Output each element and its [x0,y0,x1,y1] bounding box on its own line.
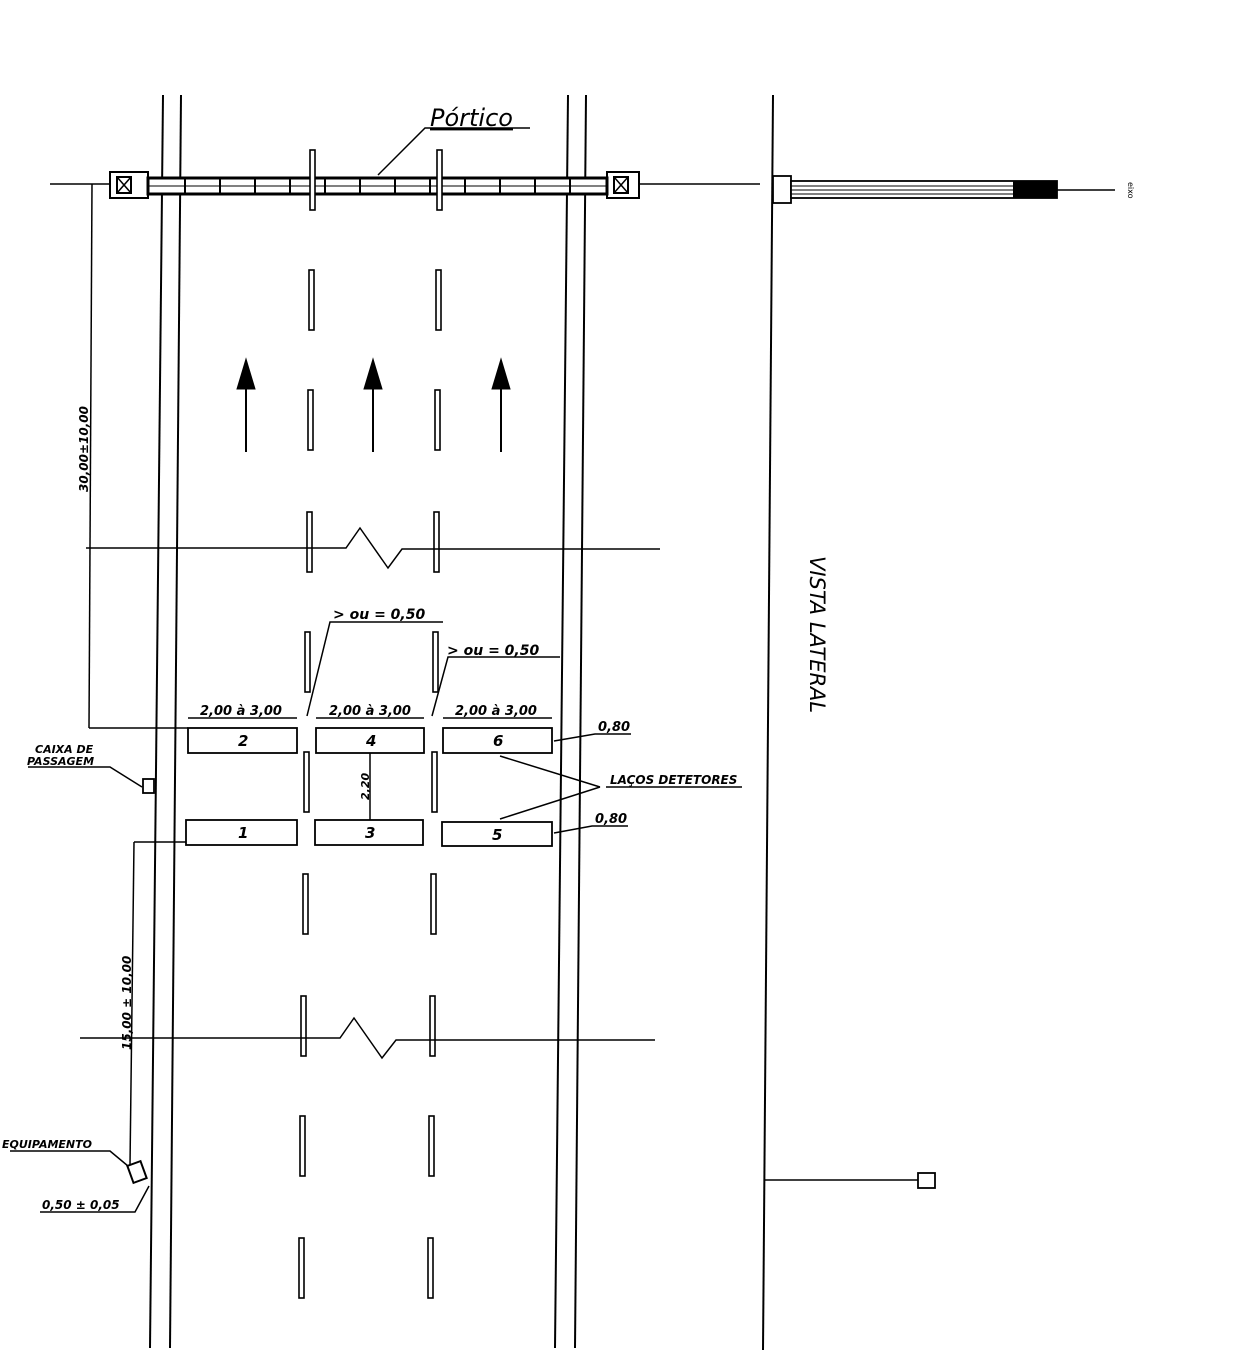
svg-text:3: 3 [365,824,375,842]
road-edges [149,94,587,1349]
gap-label-a: > ou = 0,50 [333,607,425,623]
vista-lateral-label: VISTA LATERAL [805,556,829,713]
dim-lower-label: 15,00 ± 10,00 [120,956,134,1050]
loop-spacing-label: 2,20 [359,773,372,800]
dim-upper [88,183,188,729]
side-view-small-label: eixo [1126,182,1135,199]
lacos-leaders [499,755,742,820]
side-view [762,94,1115,1351]
detector-loop-6: 6 [442,727,553,754]
loop-length-2: 2,00 à 3,00 [329,704,411,719]
svg-text:5: 5 [492,826,502,844]
gap-label-b: > ou = 0,50 [447,643,539,659]
svg-text:1: 1 [238,824,248,842]
loop-length-1: 2,00 à 3,00 [200,704,282,719]
loop-length-3: 2,00 à 3,00 [455,704,537,719]
detector-loop-4: 4 [315,727,425,754]
caixa-de-passagem [28,766,155,794]
detector-loop-2: 2 [187,727,298,754]
svg-text:6: 6 [493,732,503,750]
gap-leaders [306,621,560,717]
dim-lower [129,841,186,1166]
lacos-detetores-label: LAÇOS DETETORES [610,773,737,787]
svg-text:2: 2 [238,732,248,750]
break-lines [80,526,660,1060]
caixa-label-line1: CAIXA DE [35,743,94,756]
loop-width-top: 0,80 [598,720,630,735]
detector-loop-3: 3 [314,819,424,846]
lane-dashes-right [427,149,443,1299]
detector-loop-1: 1 [185,819,298,846]
dim-upper-label: 30,00±10,00 [77,406,91,492]
portico-gantry [50,127,760,199]
direction-arrows [236,357,511,452]
equip-offset-label: 0,50 ± 0,05 [42,1198,120,1212]
equipamento-label: EQUIPAMENTO [2,1138,92,1151]
svg-text:4: 4 [365,732,376,750]
equipamento [10,1150,150,1213]
detector-loop-5: 5 [441,821,553,847]
width-leaders [553,733,631,834]
lane-dashes-left [298,149,316,1299]
loop-width-bottom: 0,80 [595,812,627,827]
portico-label: Pórtico [430,104,513,132]
caixa-label-line2: PASSAGEM [27,755,94,768]
